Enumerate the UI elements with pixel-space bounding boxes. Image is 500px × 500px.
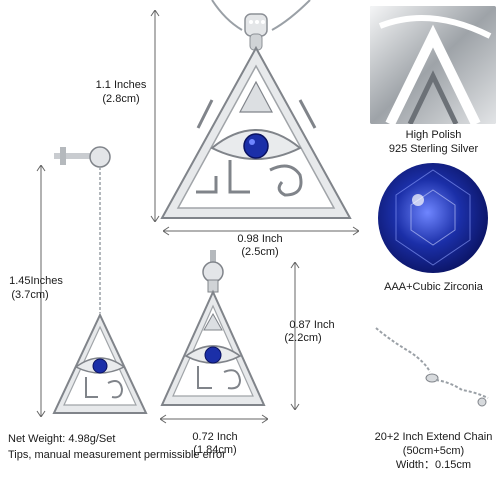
polish-line1: High Polish: [405, 129, 462, 141]
pendant-height-cm: (2.8cm): [102, 93, 140, 105]
pendant-width-label: 0.98 Inch: [237, 233, 283, 245]
stone-label: AAA+Cubic Zirconia: [384, 281, 483, 293]
main-pendant: [150, 0, 365, 235]
drop-earring: [52, 145, 152, 430]
stud-width-cm: (1.84cm): [193, 444, 237, 456]
pendant-height-line: [150, 10, 160, 222]
chain-line1: 20+2 Inch Extend Chain: [374, 431, 493, 443]
net-weight: Net Weight: 4.98g/Set: [8, 433, 116, 445]
drop-earring-height-label: 1.45Inches: [9, 275, 63, 287]
pendant-width-line: [163, 226, 359, 236]
chain-image: [370, 300, 496, 420]
polish-line2: 925 Sterling Silver: [388, 143, 479, 155]
stud-height-label: 0.87 Inch: [289, 319, 335, 331]
drop-earring-height-line: [36, 165, 46, 417]
drop-earring-height-cm: (3.7cm): [11, 289, 49, 301]
chain-line2: (50cm+5cm): [402, 445, 465, 457]
stud-height-line: [290, 262, 300, 410]
stud-width-line: [160, 414, 268, 424]
measurement-tip: Tips, manual measurement permissible err…: [8, 449, 226, 461]
pendant-height-label: 1.1 Inches: [95, 79, 147, 91]
chain-line3: Width：0.15cm: [395, 459, 472, 471]
stud-width-label: 0.72 Inch: [192, 431, 238, 443]
polish-closeup-image: [370, 6, 496, 124]
stud-earring: [158, 250, 268, 415]
stud-height-cm: (2.2cm): [284, 332, 322, 344]
pendant-width-cm: (2.5cm): [241, 246, 279, 258]
cubic-zirconia-image: [370, 160, 496, 276]
